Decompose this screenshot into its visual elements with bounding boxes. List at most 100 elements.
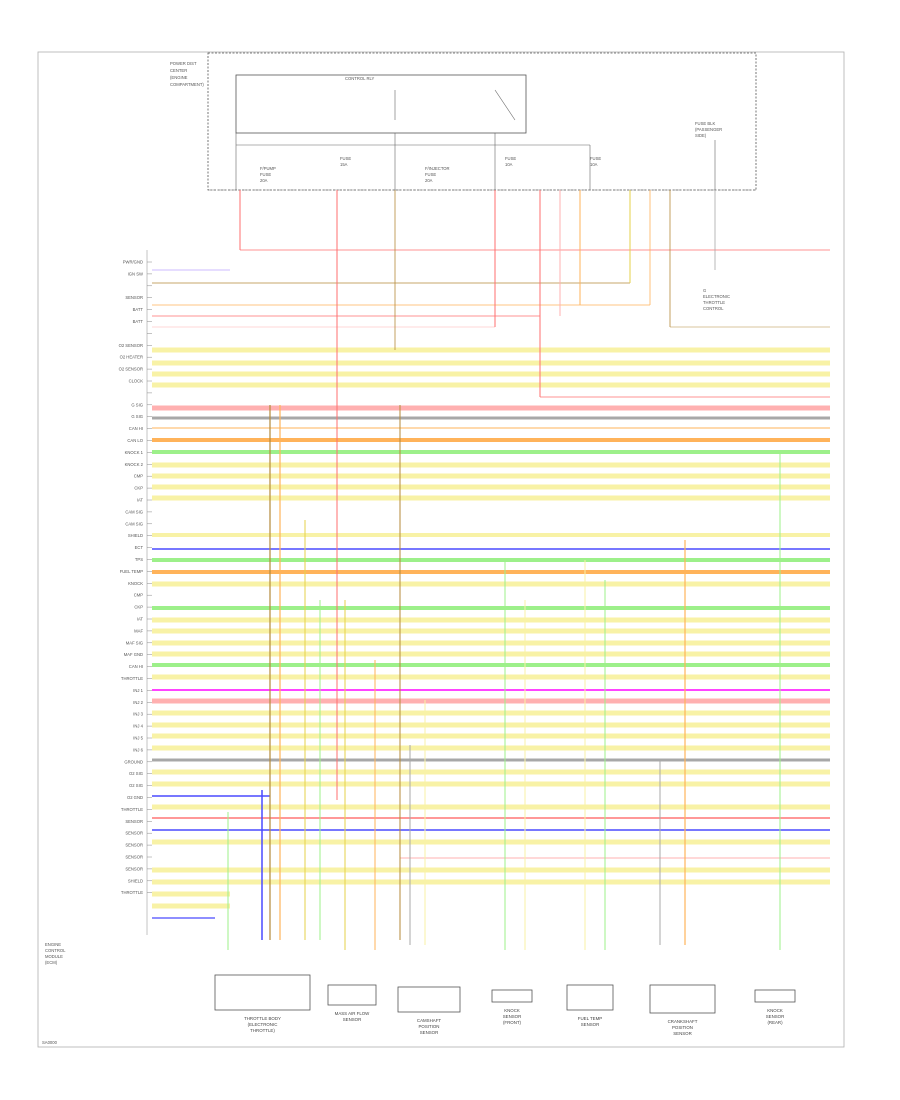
ecm-pin-label-45: O2 GND	[127, 795, 143, 800]
ecm-pin-label-31: MAF	[134, 628, 143, 633]
ecm-pin-label-13: G SIG	[131, 414, 143, 419]
ecm-pin-label-46: THROTTLE	[121, 807, 143, 812]
ecm-pin-label-37: INJ 2	[133, 700, 143, 705]
component-caption-4-0: FUEL TEMP	[578, 1016, 602, 1021]
ecm-pin-label-14: CAN HI	[129, 426, 143, 431]
component-box-6	[754, 989, 796, 1003]
ecm-pin-label-1: IGN SW	[128, 271, 143, 276]
component-caption-1-0: MASS AIR FLOW	[335, 1011, 370, 1016]
component-caption-1-1: SENSOR	[343, 1017, 362, 1022]
svg-text:20A: 20A	[425, 178, 433, 183]
svg-text:G: G	[703, 288, 706, 293]
ecm-pin-label-20: IAT	[137, 498, 144, 503]
svg-text:(PASSENGER: (PASSENGER	[695, 127, 722, 132]
component-box-3	[491, 989, 533, 1003]
ecm-pin-label-8: O2 HEATER	[120, 355, 143, 360]
ecm-pin-label-3: SENSOR	[125, 295, 143, 300]
ecm-pin-label-38: INJ 3	[133, 712, 143, 717]
component-caption-0-1: (ELECTRONIC	[248, 1022, 278, 1027]
ecm-pin-label-30: IAT	[137, 617, 144, 622]
ecm-pin-label-12: G SIG	[131, 402, 143, 407]
svg-text:ELECTRONIC: ELECTRONIC	[703, 294, 730, 299]
ecm-pin-label-15: CAN LO	[127, 438, 143, 443]
ecm-pin-label-50: SENSOR	[125, 855, 143, 860]
ecm-pin-label-24: ECT	[135, 545, 144, 550]
ecm-label: ENGINE CONTROL MODULE (ECM)	[45, 942, 66, 965]
component-caption-0-0: THROTTLE BODY	[244, 1016, 281, 1021]
component-caption-5-2: SENSOR	[673, 1031, 692, 1036]
svg-text:CONTROL: CONTROL	[703, 306, 724, 311]
svg-text:15A: 15A	[340, 162, 348, 167]
ecm-pin-label-7: O2 SENSOR	[119, 343, 143, 348]
svg-text:MODULE: MODULE	[45, 954, 63, 959]
fuse-f-injector: F/INJECTOR FUSE 20A	[425, 166, 450, 183]
component-caption-3-2: (FRONT)	[503, 1020, 522, 1025]
ecm-pin-label-36: INJ 1	[133, 688, 143, 693]
fuse-box-label-2: (ENGINE	[170, 75, 188, 80]
fuse-a: FUSE 15A	[340, 156, 351, 167]
ecm-pin-label-26: FUEL TEMP	[120, 569, 143, 574]
svg-text:FUSE: FUSE	[260, 172, 271, 177]
ground-label: G ELECTRONIC THROTTLE CONTROL	[703, 288, 730, 311]
ecm-pin-label-10: CLOCK	[129, 379, 144, 384]
component-caption-6-2: (REAR)	[767, 1020, 783, 1025]
ecm-pin-label-27: KNOCK	[128, 581, 143, 586]
ecm-pin-label-43: O2 SIG	[129, 771, 143, 776]
ecm-pin-label-52: SHIELD	[128, 878, 143, 883]
fuse-block-passenger: FUSE BLK (PASSENGER SIDE)	[695, 121, 722, 190]
svg-text:(ECM): (ECM)	[45, 960, 58, 965]
ecm-pin-label-22: CAM SIG	[125, 521, 143, 526]
svg-text:THROTTLE: THROTTLE	[703, 300, 725, 305]
ecm-pin-label-40: INJ 5	[133, 736, 143, 741]
component-caption-5-0: CRANKSHAFT	[668, 1019, 698, 1024]
ecm-pin-label-16: KNOCK 1	[125, 450, 144, 455]
fuse-box-label-0: POWER DIST	[170, 61, 197, 66]
ecm-pin-label-42: GROUND	[124, 759, 143, 764]
ecm-pin-label-4: BATT	[133, 307, 144, 312]
svg-text:10A: 10A	[590, 162, 598, 167]
svg-text:F/INJECTOR: F/INJECTOR	[425, 166, 450, 171]
ecm-pin-label-39: INJ 4	[133, 724, 143, 729]
ecm-pin-label-35: THROTTLE	[121, 676, 143, 681]
ecm-pin-label-17: KNOCK 2	[125, 462, 144, 467]
control-relay-box	[235, 74, 527, 134]
ecm-pin-label-44: O2 SIG	[129, 783, 143, 788]
ecm-pin-label-0: PWR/GND	[123, 260, 143, 265]
fuse-c: FUSE 10A	[590, 156, 601, 167]
svg-text:20A: 20A	[260, 178, 268, 183]
vertical-wires	[227, 190, 781, 950]
ecm-pin-label-41: INJ 6	[133, 747, 143, 752]
component-caption-4-1: SENSOR	[581, 1022, 600, 1027]
svg-text:FUSE: FUSE	[590, 156, 601, 161]
diagram-frame	[37, 51, 845, 1048]
ecm-pin-label-18: CMP	[134, 474, 144, 479]
page-code: SA0000	[42, 1040, 58, 1045]
svg-text:SIDE): SIDE)	[695, 133, 707, 138]
horizontal-wires	[152, 249, 830, 919]
ecm-pin-label-28: CMP	[134, 593, 144, 598]
svg-text:FUSE: FUSE	[425, 172, 436, 177]
component-box-2	[397, 986, 461, 1013]
fuse-box-label-3: COMPARTMENT)	[170, 82, 204, 87]
component-box-4	[566, 984, 614, 1011]
ecm-pin-label-29: CKP	[134, 605, 143, 610]
component-caption-6-0: KNOCK	[767, 1008, 783, 1013]
ecm-pin-label-32: MAF SIG	[126, 640, 143, 645]
ecm-pin-label-9: O2 SENSOR	[119, 367, 143, 372]
ecm-pin-label-33: MAF GND	[124, 652, 143, 657]
svg-text:10A: 10A	[505, 162, 513, 167]
component-caption-3-0: KNOCK	[504, 1008, 520, 1013]
fuse-box-label-1: CENTER	[170, 68, 187, 73]
svg-text:FUSE BLK: FUSE BLK	[695, 121, 715, 126]
ecm-pin-label-19: CKP	[134, 486, 143, 491]
